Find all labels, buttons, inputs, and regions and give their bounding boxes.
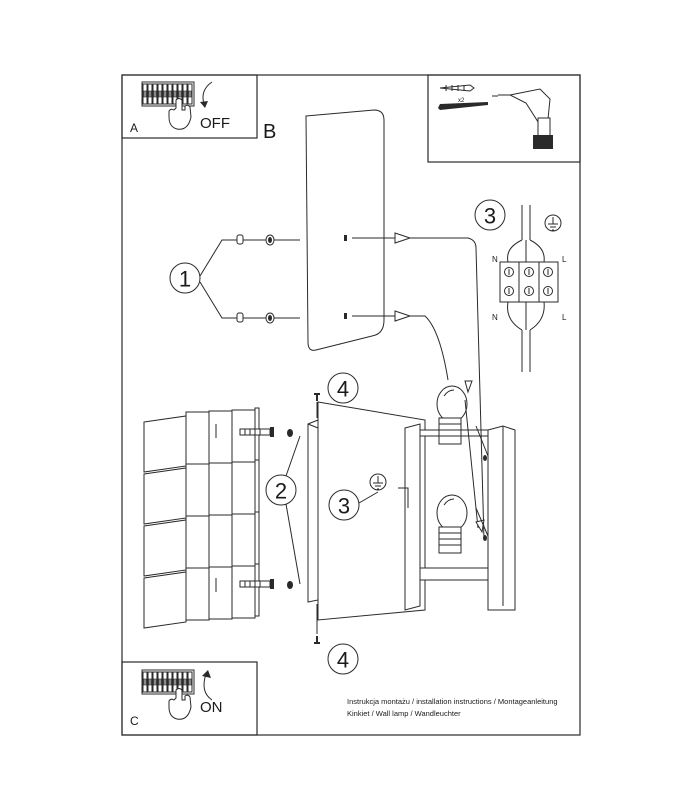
- arrow-down-icon: [202, 81, 213, 105]
- breaker-toggle: [168, 90, 172, 98]
- step-2-group: 2: [265, 435, 301, 585]
- wall-plug-top: [236, 234, 275, 246]
- wall-tile-edge: [254, 511, 260, 565]
- panel-a-letter: A: [130, 121, 138, 135]
- bulb-bottom: [436, 494, 468, 554]
- wall-tile: [143, 519, 187, 577]
- breaker-toggle: [188, 90, 192, 98]
- plate-to-lamp-line-2: [410, 315, 479, 529]
- wall-tile-edge: [254, 563, 260, 617]
- step-4-group: 4 4: [314, 372, 359, 675]
- breaker-toggle: [148, 678, 152, 686]
- breaker-toggle: [173, 678, 177, 686]
- wall-tile: [208, 410, 233, 464]
- callout-1: 1: [179, 267, 191, 292]
- breaker-toggle: [168, 678, 172, 686]
- arrow-up-icon: [203, 673, 213, 701]
- breaker-toggle: [158, 90, 162, 98]
- terminal-block-group: 3 N L N L: [474, 199, 567, 372]
- plate-to-lamp-line-1: [410, 237, 485, 541]
- wall-plug-icon: [439, 84, 475, 92]
- breaker-toggle: [163, 678, 167, 686]
- panel-a-action: OFF: [200, 115, 230, 132]
- wall-tile: [185, 567, 210, 621]
- breaker-toggle: [178, 678, 182, 686]
- wall-tile: [231, 513, 256, 567]
- wall-tile: [208, 462, 233, 516]
- anchor-count: x2: [458, 98, 465, 104]
- breaker-toggle: [178, 90, 182, 98]
- wall-tile: [208, 566, 233, 620]
- wall-plug-bottom: [236, 312, 275, 324]
- terminal-label-n-bottom: N: [492, 313, 498, 322]
- step-3-mid-group: 3: [328, 473, 387, 521]
- wall-screws: [239, 427, 293, 589]
- lamp-body: [317, 401, 516, 621]
- drill-icon: [492, 88, 553, 149]
- breaker-panel-icon-c: [141, 669, 195, 695]
- mounting-plate: [305, 109, 412, 351]
- wall-tile: [208, 514, 233, 568]
- hand-icon: [168, 98, 192, 130]
- callout-4-top: 4: [337, 377, 349, 402]
- wall-tiles: [143, 407, 260, 629]
- panel-a-switch-off: A OFF: [121, 74, 258, 139]
- screw-icon: [438, 102, 488, 110]
- wall-tile: [231, 409, 256, 463]
- wall-tile: [185, 411, 210, 465]
- callout-2: 2: [275, 479, 287, 504]
- earth-symbol-icon: [544, 214, 562, 232]
- breaker-toggle: [183, 90, 187, 98]
- caption-line-2: Kinkiet / Wall lamp / Wandleuchter: [347, 709, 461, 718]
- terminal-label-l-top: L: [562, 255, 567, 264]
- wall-tile: [143, 571, 187, 629]
- callout-3-mid: 3: [338, 494, 350, 519]
- step-1-group: 1: [169, 234, 300, 324]
- panel-c-letter: C: [130, 714, 139, 728]
- wall-tile: [143, 415, 187, 473]
- panel-b-letter: B: [263, 121, 276, 143]
- earth-symbol-icon-mid: [369, 473, 387, 491]
- wall-tile: [185, 463, 210, 517]
- panel-c-action: ON: [200, 699, 223, 716]
- breaker-toggle: [143, 678, 147, 686]
- breaker-toggle: [173, 90, 177, 98]
- callout-3-top: 3: [484, 204, 496, 229]
- panel-c-switch-on: C ON: [121, 661, 258, 736]
- breaker-toggle: [153, 90, 157, 98]
- breaker-toggle: [188, 678, 192, 686]
- breaker-toggle: [153, 678, 157, 686]
- wall-tile: [231, 461, 256, 515]
- callout-4-bottom: 4: [337, 648, 349, 673]
- breaker-toggle: [143, 90, 147, 98]
- caption-line-1: Instrukcja montażu / installation instru…: [347, 697, 558, 706]
- terminal-label-n-top: N: [492, 255, 498, 264]
- breaker-toggle: [163, 90, 167, 98]
- wall-tile: [143, 467, 187, 525]
- tools-panel: x2: [427, 74, 581, 163]
- breaker-toggle: [148, 90, 152, 98]
- outer-frame: [121, 74, 581, 736]
- wall-tile: [231, 565, 256, 619]
- bulb-top: [436, 385, 468, 445]
- breaker-panel-icon: [141, 81, 195, 107]
- wall-tile-edge: [254, 459, 260, 513]
- hand-icon-c: [168, 688, 192, 720]
- breaker-toggle: [158, 678, 162, 686]
- terminal-label-l-bottom: L: [562, 313, 567, 322]
- wall-tile: [185, 515, 210, 569]
- breaker-toggle: [183, 678, 187, 686]
